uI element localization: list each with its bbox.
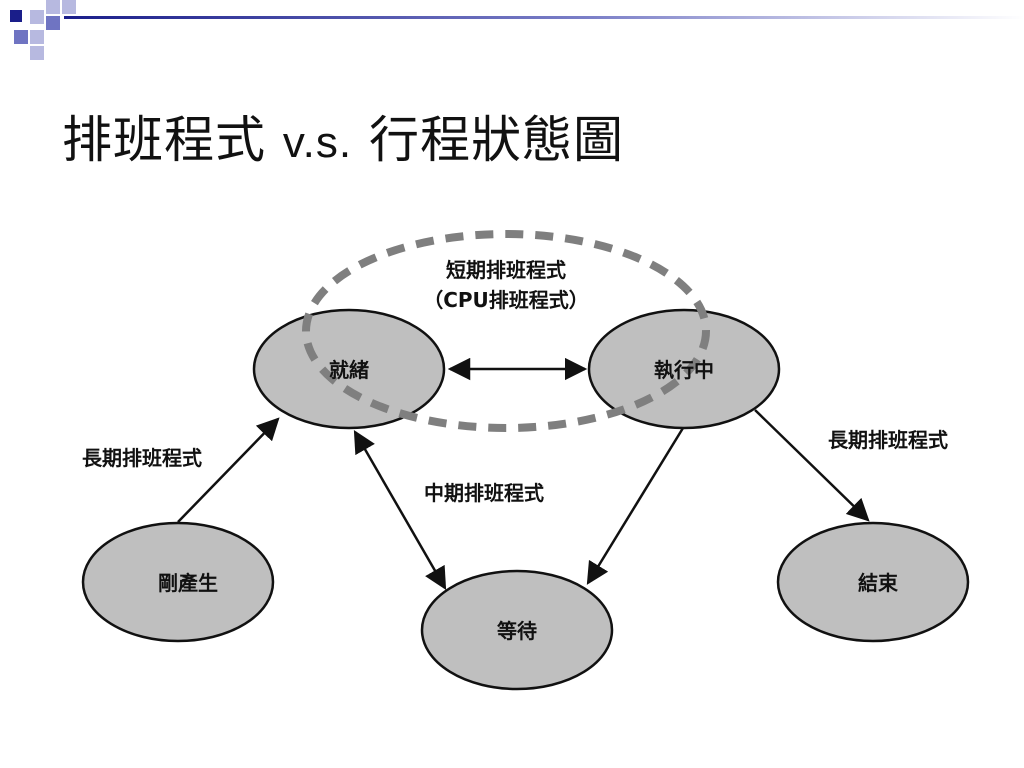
state-new-label: 剛產生 [158,571,218,595]
short-term-label-line2: （CPU排班程式） [423,288,589,312]
state-waiting-label: 等待 [497,619,537,643]
state-ready-label: 就緒 [329,358,369,382]
state-running [587,308,781,430]
state-new [81,521,275,643]
state-running-label: 執行中 [654,358,714,382]
short-term-scheduler-loop [302,230,710,432]
long-term-label-right: 長期排班程式 [828,428,948,452]
arrow-running-terminated [754,409,870,522]
top-accent-bar [64,16,1024,19]
long-term-label-left: 長期排班程式 [82,446,202,470]
state-terminated-label: 結束 [858,571,899,595]
mid-term-label: 中期排班程式 [424,481,544,505]
arrow-running-waiting [586,427,685,585]
title-part-2: v.s. [282,118,353,167]
state-waiting [420,569,614,691]
title-part-3: 行程狀態圖 [369,111,624,169]
slide-title: 排班程式 v.s. 行程狀態圖 [62,100,624,172]
short-term-label-line1: 短期排班程式 [446,258,566,282]
arrow-ready-waiting [353,430,447,590]
arrow-new-ready [177,417,280,523]
title-part-1: 排班程式 [62,111,266,169]
state-ready [252,308,446,430]
state-terminated [776,521,970,643]
